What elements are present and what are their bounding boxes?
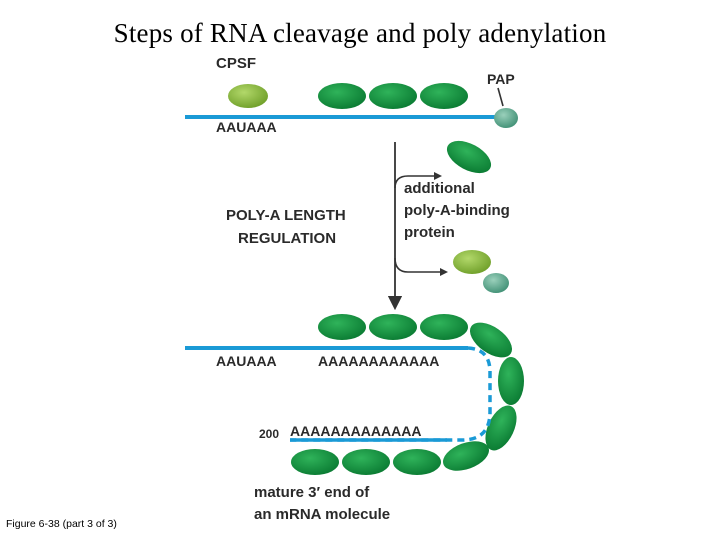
binding-protein — [485, 405, 517, 451]
binding-protein — [369, 83, 417, 109]
departing-protein-arrow — [394, 257, 445, 273]
figure-caption: Figure 6-38 (part 3 of 3) — [6, 518, 117, 530]
binding-protein — [446, 140, 492, 174]
regulation-label-2: REGULATION — [238, 230, 336, 247]
poly-a-tail — [290, 346, 492, 442]
binding-protein — [393, 449, 441, 475]
poly-a-sequence-top: AAAAAAAAAAAA — [318, 353, 439, 369]
cpsf-protein — [453, 250, 491, 274]
signal-sequence-top: AAUAAA — [216, 119, 277, 135]
pap-pointer — [497, 87, 504, 107]
cpsf-label: CPSF — [216, 55, 256, 72]
mature-end-label-1: mature 3′ end of — [254, 484, 370, 501]
poly-a-length-label: 200 — [259, 427, 279, 441]
binding-protein — [291, 449, 339, 475]
incoming-protein-arrow — [394, 175, 440, 189]
binding-protein — [498, 357, 524, 405]
binding-protein — [420, 83, 468, 109]
poly-a-sequence-bottom: AAAAAAAAAAAAA — [290, 423, 421, 439]
additional-protein-label-1: additional — [404, 180, 475, 197]
binding-protein — [369, 314, 417, 340]
additional-protein-label-3: protein — [404, 224, 455, 241]
page-title: Steps of RNA cleavage and poly adenylati… — [113, 18, 607, 48]
pap-protein — [494, 108, 518, 128]
binding-protein — [469, 322, 513, 358]
mature-end-label-2: an mRNA molecule — [254, 506, 390, 523]
binding-protein — [318, 83, 366, 109]
regulation-label-1: POLY-A LENGTH — [226, 207, 346, 224]
binding-protein — [342, 449, 390, 475]
pap-protein — [483, 273, 509, 293]
cpsf-protein — [228, 84, 268, 108]
pap-label: PAP — [487, 71, 515, 87]
binding-protein — [443, 441, 489, 471]
binding-protein — [420, 314, 468, 340]
binding-protein — [318, 314, 366, 340]
signal-sequence-bottom: AAUAAA — [216, 353, 277, 369]
additional-protein-label-2: poly-A-binding — [404, 202, 510, 219]
